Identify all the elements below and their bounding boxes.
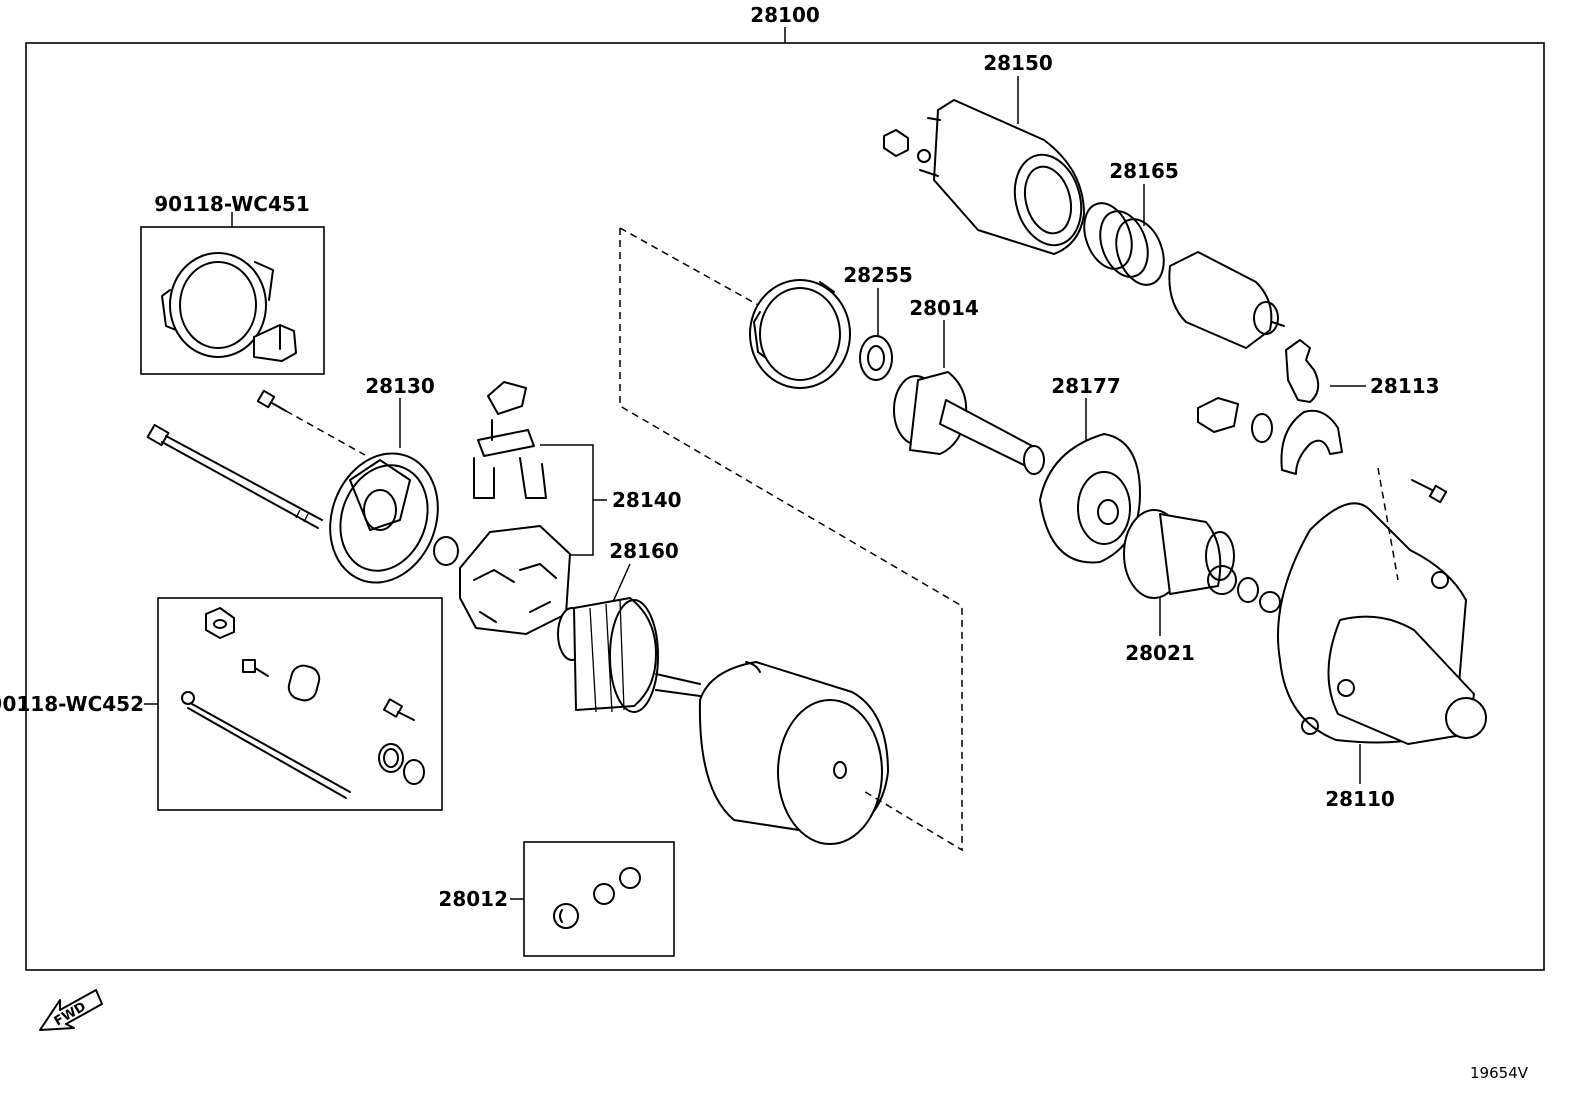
callout-90118-wc452[interactable]: 90118-WC452 bbox=[0, 692, 144, 716]
callout-28165[interactable]: 28165 bbox=[1109, 159, 1179, 183]
callout-28140[interactable]: 28140 bbox=[612, 488, 682, 512]
callout-28100[interactable]: 28100 bbox=[750, 3, 820, 27]
output-shaft-icon bbox=[893, 371, 1045, 475]
plunger-icon bbox=[1168, 251, 1285, 349]
drive-housing-icon bbox=[1277, 467, 1487, 745]
callout-28160[interactable]: 28160 bbox=[609, 539, 679, 563]
callout-28021[interactable]: 28021 bbox=[1125, 641, 1195, 665]
bushing-icon bbox=[553, 867, 641, 929]
callout-28130[interactable]: 28130 bbox=[365, 374, 435, 398]
callout-28113[interactable]: 28113 bbox=[1370, 374, 1440, 398]
planetary-gear-icon bbox=[749, 279, 893, 389]
callout-28014[interactable]: 28014 bbox=[909, 296, 979, 320]
brush-holder-plate-kit-icon bbox=[161, 252, 297, 362]
through-bolt-icon bbox=[146, 423, 323, 529]
callout-90118-wc451[interactable]: 90118-WC451 bbox=[154, 192, 309, 216]
brush-holder-icon bbox=[459, 381, 571, 635]
figure-id: 19654V bbox=[1470, 1064, 1529, 1082]
drive-lever-icon bbox=[1197, 339, 1343, 475]
center-bracket-icon bbox=[1039, 433, 1141, 564]
screw-icon bbox=[256, 389, 366, 456]
assembly-frame bbox=[25, 42, 1545, 971]
starter-clutch-icon bbox=[1123, 509, 1281, 613]
callout-28177[interactable]: 28177 bbox=[1051, 374, 1121, 398]
yoke-housing-icon bbox=[698, 661, 889, 845]
armature-icon bbox=[557, 597, 701, 713]
return-spring-icon bbox=[1083, 202, 1165, 286]
fwd-arrow-icon: FWD bbox=[39, 989, 103, 1031]
callout-28150[interactable]: 28150 bbox=[983, 51, 1053, 75]
solenoid-switch-icon bbox=[883, 99, 1085, 255]
callout-28255[interactable]: 28255 bbox=[843, 263, 913, 287]
callout-28110[interactable]: 28110 bbox=[1325, 787, 1395, 811]
callout-28012[interactable]: 28012 bbox=[438, 887, 508, 911]
commutator-end-frame-icon bbox=[329, 452, 459, 584]
bolt-kit-icon bbox=[181, 607, 425, 799]
